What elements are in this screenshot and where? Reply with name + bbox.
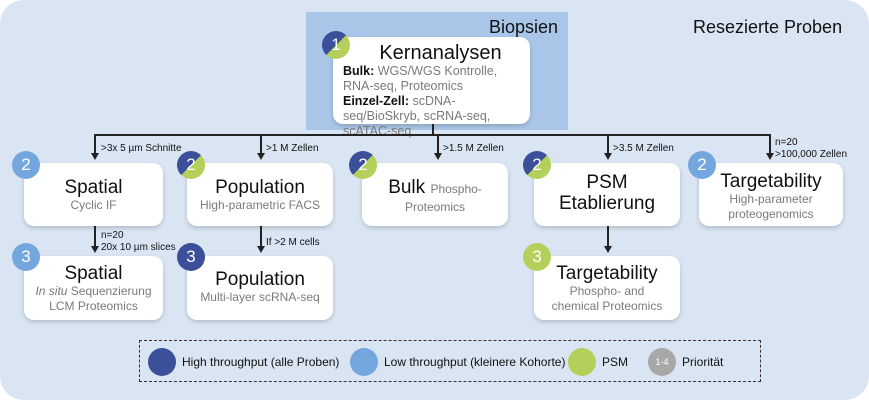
priority-badge-population-3: 3 [177, 243, 205, 271]
edge-label-bulk: >1.5 M Zellen [443, 143, 504, 154]
core-bulk-label: Bulk: [343, 64, 375, 78]
legend-low-label: Low throughput (kleinere Kohorte) [384, 355, 566, 369]
bulk-level2-subtitle-inline: Phospho- [430, 182, 482, 196]
legend-item-low: Low throughput (kleinere Kohorte) [350, 348, 565, 376]
edge-label-spatial3-n: n=20 [101, 230, 124, 241]
spatial-level3-subtitle-line2: LCM Proteomics [49, 299, 138, 313]
targetability-level3-subtitle-line1: Phospho- and [569, 284, 645, 298]
spatial-arrowhead [91, 153, 99, 160]
priority-badge-core-number: 1 [331, 35, 341, 54]
legend-low-swatch [350, 348, 378, 376]
psm-connector [607, 134, 609, 154]
bulk-level2-subtitle: Proteomics [404, 200, 466, 214]
legend-item-high: High throughput (alle Proben) [148, 348, 339, 376]
core-analyses-title: Kernanalysen [379, 42, 502, 64]
population-level2-title: Population [215, 177, 305, 198]
spatial-level2-subtitle: Cyclic IF [70, 198, 117, 212]
spatial-level3-box: Spatial In situ Sequenzierung LCM Proteo… [24, 256, 163, 320]
legend-psm-swatch [568, 348, 596, 376]
population-level2-subtitle: High-parametric FACS [199, 198, 321, 212]
population-level3-arrowhead [257, 246, 265, 253]
targetability-arrowhead [766, 153, 774, 160]
priority-badge-bulk-2: 2 [349, 151, 377, 179]
legend-priority-swatch: 1-4 [648, 348, 676, 376]
targetability-level3-subtitle-line2: chemical Proteomics [551, 299, 663, 313]
targetability-level3-box: Targetability Phospho- and chemical Prot… [534, 256, 680, 320]
edge-label-population: >1 M Zellen [266, 143, 319, 154]
bulk-level2-title: Bulk [388, 177, 426, 198]
spatial-level3-subtitle-rest: Sequenzierung [67, 284, 152, 298]
legend-high-swatch [148, 348, 176, 376]
bulk-level2-title-line: Bulk Phospho- [362, 177, 508, 200]
priority-badge-spatial-3-number: 3 [21, 247, 31, 266]
priority-badge-core: 1 [322, 31, 350, 59]
biopsies-label: Biopsien [489, 17, 559, 37]
core-bulk-line: Bulk: WGS/WGS Kontrolle, RNA-seq, Proteo… [343, 64, 520, 94]
priority-badge-targetability-2-number: 2 [697, 155, 707, 174]
spatial-level3-title: Spatial [64, 263, 123, 284]
priority-badge-targetability-3: 3 [523, 243, 551, 271]
core-stem-line [432, 124, 434, 135]
psm-level3-arrowhead [604, 246, 612, 253]
targetability-level2-box: Targetability High-parameter proteogenom… [699, 163, 843, 226]
priority-badge-population-2-number: 2 [186, 155, 196, 174]
core-single-line: Einzel-Zell: scDNA-seq/BioSkryb, scRNA-s… [343, 94, 520, 139]
spatial-connector [94, 134, 96, 154]
spatial-level3-subtitle-line1: In situ Sequenzierung [24, 284, 163, 299]
edge-label-spatial: >3x 5 µm Schnitte [101, 143, 182, 154]
targetability-level2-subtitle-line1: High-parameter [729, 192, 813, 206]
psm-level3-connector [607, 226, 609, 247]
population-level3-box: Population Multi-layer scRNA-seq [187, 256, 333, 320]
edge-label-targetability-cells: >100,000 Zellen [775, 149, 848, 160]
edge-label-targetability-n: n=20 [775, 137, 798, 148]
core-analyses-box: Kernanalysen Bulk: WGS/WGS Kontrolle, RN… [333, 37, 530, 138]
bulk-level2-box: Bulk Phospho- Proteomics [362, 163, 508, 226]
spatial-level3-arrowhead [91, 246, 99, 253]
priority-badge-population-2: 2 [177, 151, 205, 179]
legend-psm-label: PSM [602, 355, 629, 369]
edge-label-spatial3-slices: 20x 10 µm slices [101, 242, 176, 253]
distribution-line [94, 134, 771, 136]
spatial-level2-title: Spatial [64, 177, 123, 198]
spatial-level2-box: Spatial Cyclic IF [24, 163, 163, 226]
bulk-connector [437, 134, 439, 154]
population-connector [260, 134, 262, 154]
priority-badge-targetability-3-number: 3 [532, 247, 542, 266]
priority-badge-spatial-3: 3 [12, 243, 40, 271]
priority-badge-bulk-2-number: 2 [358, 155, 368, 174]
population-level3-subtitle: Multi-layer scRNA-seq [200, 290, 320, 304]
targetability-level2-subtitle-line2: proteogenomics [728, 207, 814, 221]
population-level3-connector [260, 226, 262, 247]
psm-level2-title-line1: PSM [586, 172, 628, 193]
legend-priority-label: Priorität [682, 355, 724, 369]
spatial-level3-connector [94, 226, 96, 247]
priority-badge-psm-2: 2 [523, 151, 551, 179]
psm-level2-box: PSM Etablierung [534, 163, 680, 226]
priority-badge-psm-2-number: 2 [532, 155, 542, 174]
priority-badge-spatial-2: 2 [12, 151, 40, 179]
priority-badge-population-3-number: 3 [186, 247, 196, 266]
population-level3-title: Population [215, 269, 305, 290]
priority-badge-targetability-2: 2 [688, 151, 716, 179]
psm-level2-title-line2: Etablierung [558, 193, 656, 214]
legend: High throughput (alle Proben) Low throug… [139, 340, 761, 382]
population-arrowhead [257, 153, 265, 160]
core-single-label: Einzel-Zell: [343, 94, 409, 108]
spatial-level3-subtitle-italic: In situ [35, 284, 68, 298]
population-level2-box: Population High-parametric FACS [187, 163, 333, 226]
legend-high-label: High throughput (alle Proben) [182, 355, 340, 369]
targetability-level2-title: Targetability [720, 171, 822, 192]
priority-badge-spatial-2-number: 2 [21, 155, 31, 174]
edge-label-psm: >3.5 M Zellen [613, 143, 674, 154]
targetability-level3-title: Targetability [556, 263, 658, 284]
legend-item-psm: PSM [568, 348, 628, 376]
legend-item-priority: 1-4 Priorität [648, 348, 723, 376]
core-bulk-text: WGS/WGS Kontrolle, RNA-seq, Proteomics [343, 64, 498, 93]
resected-samples-label: Resezierte Proben [693, 17, 843, 37]
edge-label-population3: If >2 M cells [266, 237, 320, 248]
bulk-arrowhead [434, 153, 442, 160]
targetability-connector [769, 134, 771, 154]
psm-arrowhead [604, 153, 612, 160]
